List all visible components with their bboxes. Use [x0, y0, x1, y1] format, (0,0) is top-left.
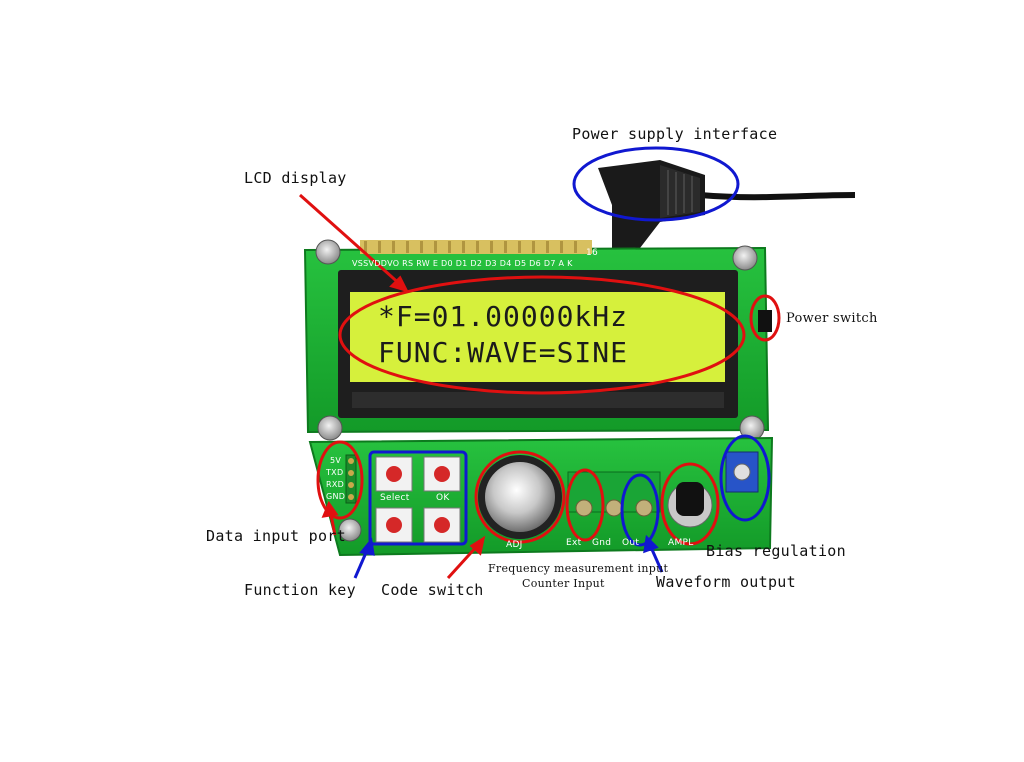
push-button-br[interactable]: [423, 507, 461, 543]
push-button-bl[interactable]: [375, 507, 413, 543]
key-label-select: Select: [380, 493, 410, 503]
label-function-key: Function key: [244, 581, 356, 599]
port-label-5v: 5V: [330, 456, 342, 465]
knob-label-adj: ADJ: [506, 540, 523, 550]
lcd-board: [303, 239, 772, 441]
label-waveform-output: Waveform output: [656, 573, 796, 591]
push-button-tr[interactable]: [423, 456, 461, 492]
terminal-label-ext: Ext: [566, 538, 582, 548]
header-pin-number: 16: [586, 248, 599, 258]
terminal-label-out: Out: [622, 538, 640, 548]
power-cable: [598, 160, 856, 248]
label-power-switch: Power switch: [786, 311, 878, 326]
port-label-txd: TXD: [326, 468, 344, 477]
label-code-switch: Code switch: [381, 581, 484, 599]
key-label-ok: OK: [436, 493, 450, 503]
label-lcd-display: LCD display: [244, 169, 347, 187]
lcd-line-1: *F=01.00000kHz: [378, 300, 629, 333]
port-label-rxd: RXD: [326, 480, 345, 489]
annotation-arrows: [299, 193, 664, 580]
header-pin-labels: VSSVDDVO RS RW E D0 D1 D2 D3 D4 D5 D6 D7…: [352, 259, 573, 268]
terminal-label-gnd: Gnd: [592, 538, 612, 548]
push-button-tl[interactable]: [375, 456, 413, 492]
lcd-line-2: FUNC:WAVE=SINE: [378, 336, 629, 369]
port-label-gnd: GND: [326, 492, 346, 501]
rotary-encoder-knob[interactable]: [478, 455, 562, 539]
annotation-marks: [316, 146, 781, 547]
label-frequency-measurement: Frequency measurement input: [488, 562, 669, 575]
terminal-label-ampl: AMPL: [668, 538, 694, 548]
label-data-input-port: Data input port: [206, 527, 346, 545]
label-bias-regulation: Bias regulation: [706, 542, 846, 560]
label-power-supply-interface: Power supply interface: [572, 125, 778, 143]
label-counter-input: Counter Input: [522, 577, 605, 590]
